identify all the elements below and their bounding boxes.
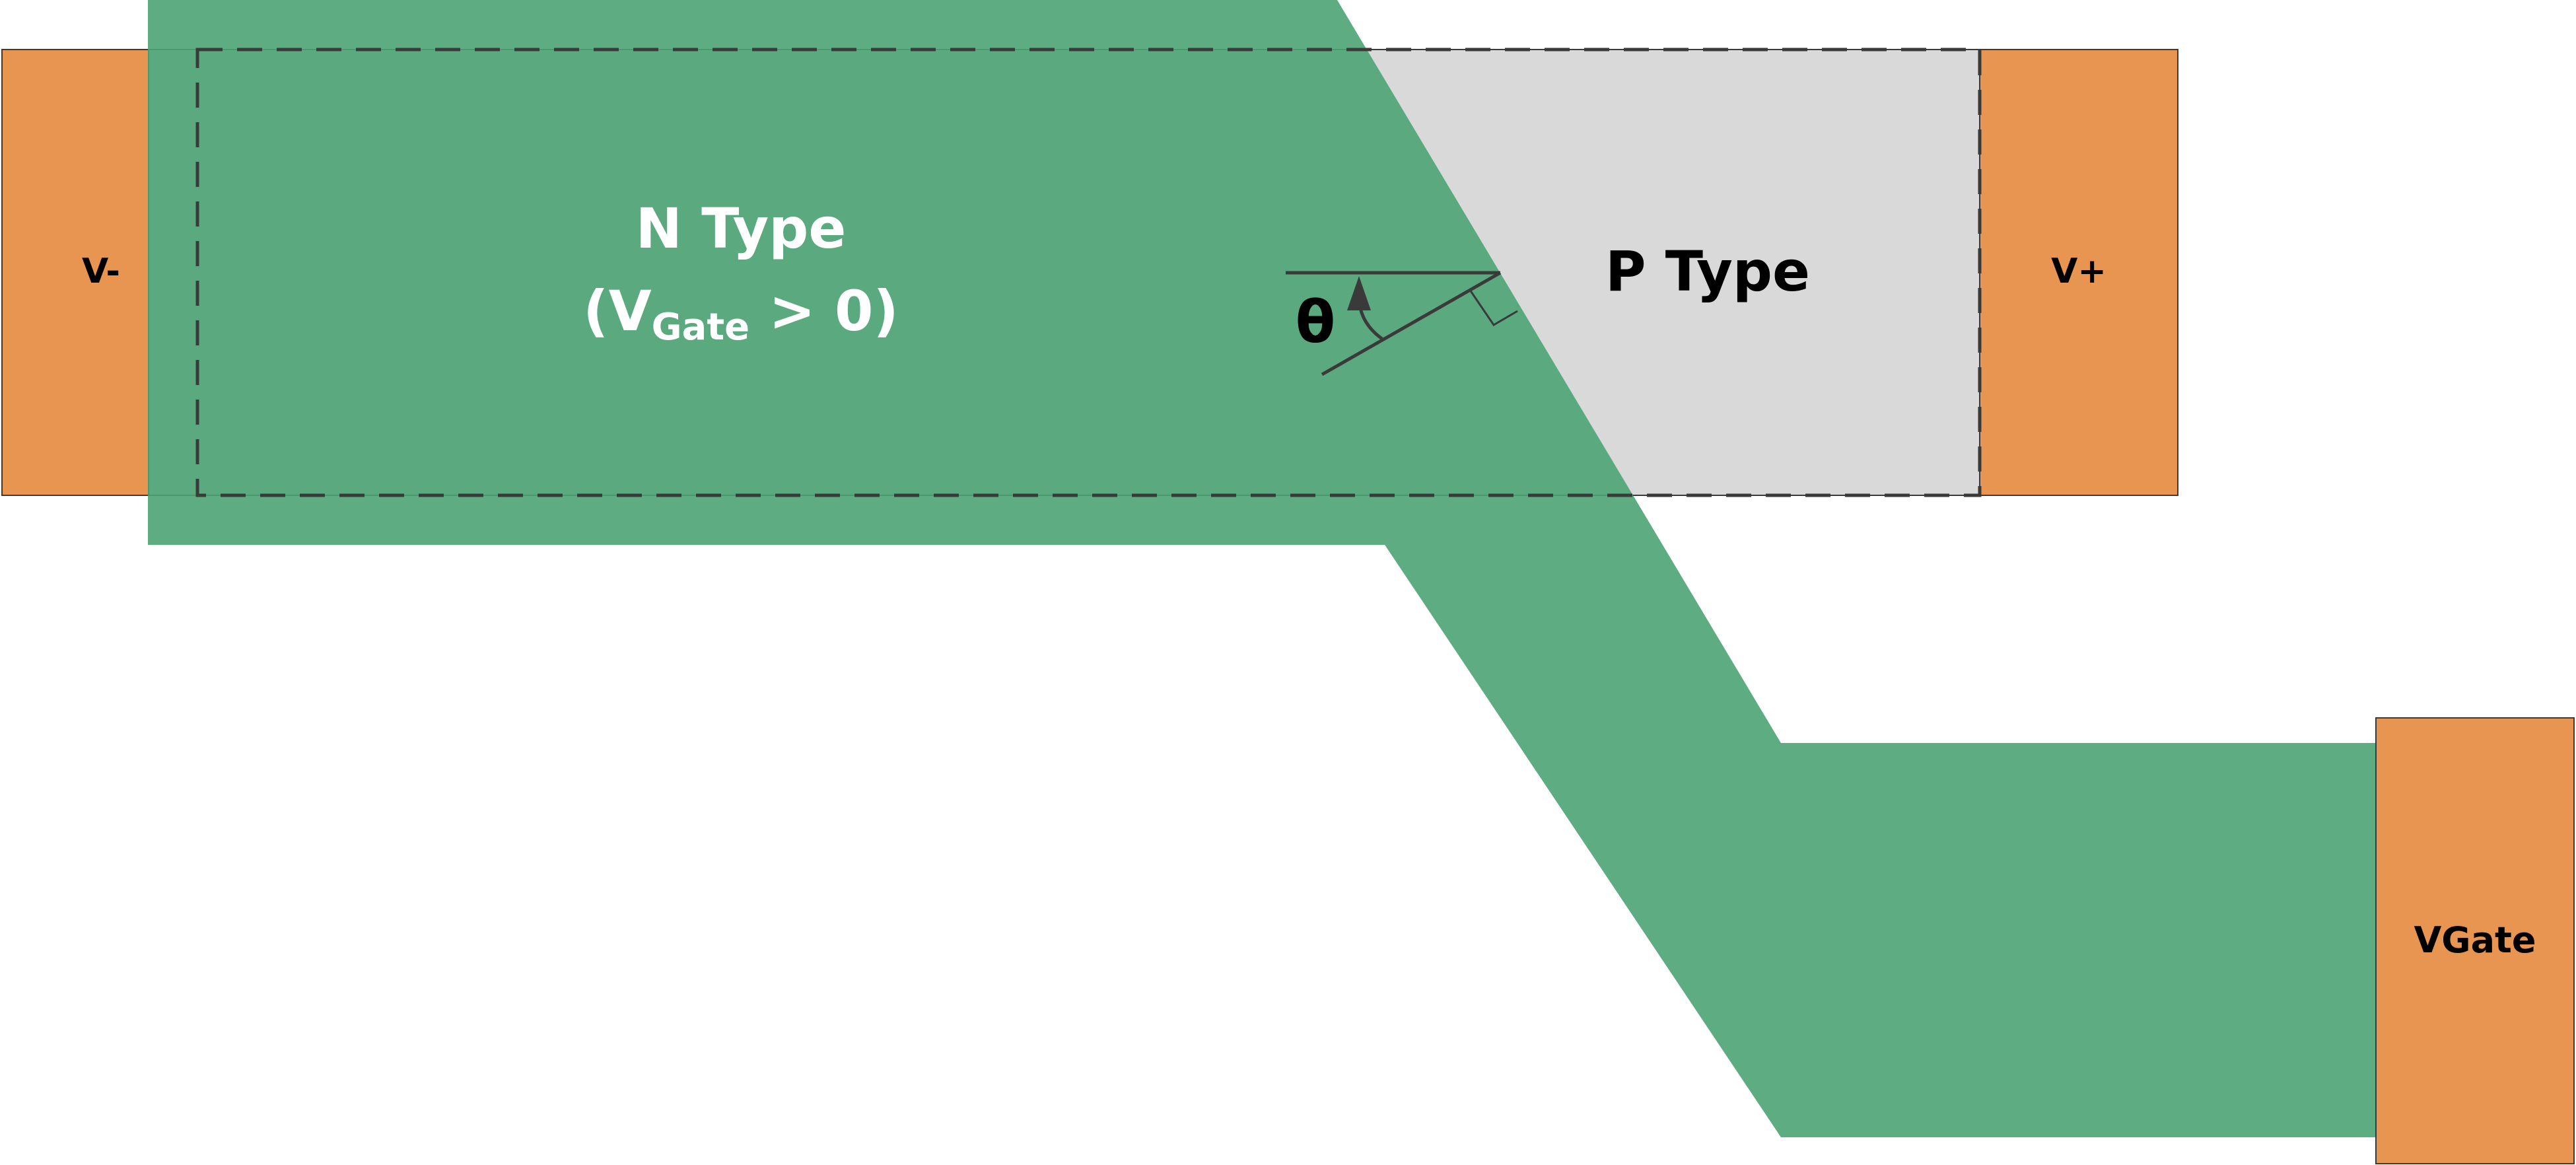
n-type-condition: (VGate > 0) [583, 279, 899, 349]
n-type-condition-close: > 0) [749, 279, 899, 343]
gate-electrode [148, 0, 2378, 1137]
v-minus-contact [1, 49, 149, 496]
v-plus-contact [1979, 49, 2178, 496]
vgate-label: VGate [2414, 919, 2536, 961]
n-type-condition-open: (V [583, 279, 651, 343]
right-angle-marker [1469, 289, 1518, 327]
vgate-contact [2375, 717, 2575, 1164]
channel-outline-dashed [195, 48, 1982, 497]
v-minus-label: V- [82, 252, 120, 291]
theta-label: θ [1296, 288, 1335, 356]
angle-arrowhead-icon [1347, 276, 1371, 310]
v-plus-label: V+ [2051, 252, 2106, 291]
n-type-title: N Type [636, 196, 847, 261]
p-type-label: P Type [1605, 239, 1810, 304]
n-type-condition-subscript: Gate [652, 306, 750, 349]
